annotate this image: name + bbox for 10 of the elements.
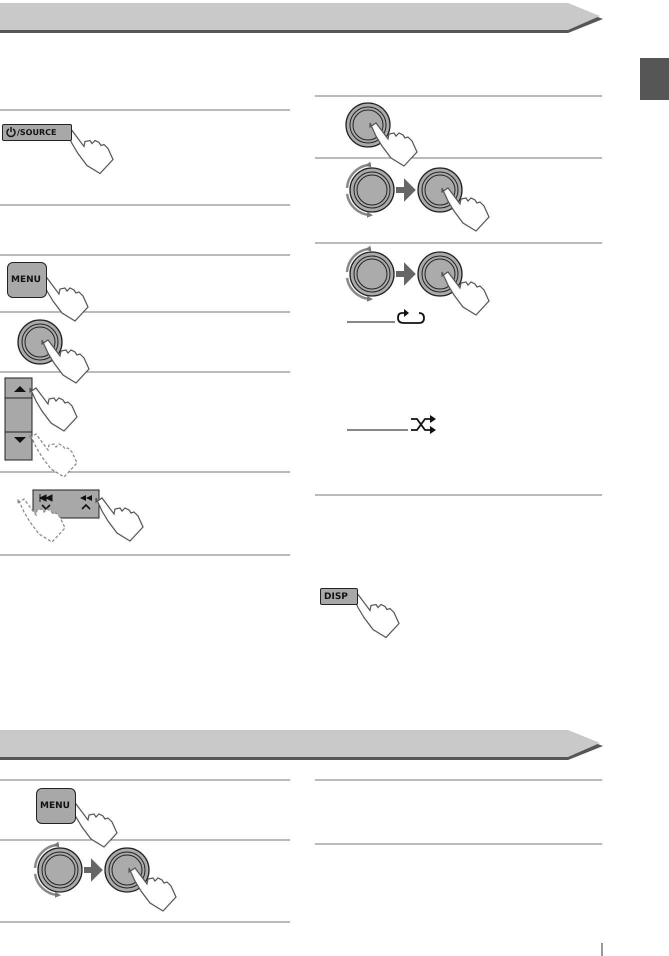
rotary-knob	[346, 245, 395, 302]
push-button: MENU	[7, 262, 47, 298]
rotary-knob	[346, 161, 395, 218]
arrow	[396, 262, 416, 286]
rotary-knob	[34, 841, 83, 898]
arrow	[84, 858, 103, 882]
push-button: MENU	[36, 788, 76, 824]
arrow	[396, 178, 416, 202]
push-button: DISP	[320, 588, 358, 605]
push-button: /SOURCE	[2, 124, 72, 141]
